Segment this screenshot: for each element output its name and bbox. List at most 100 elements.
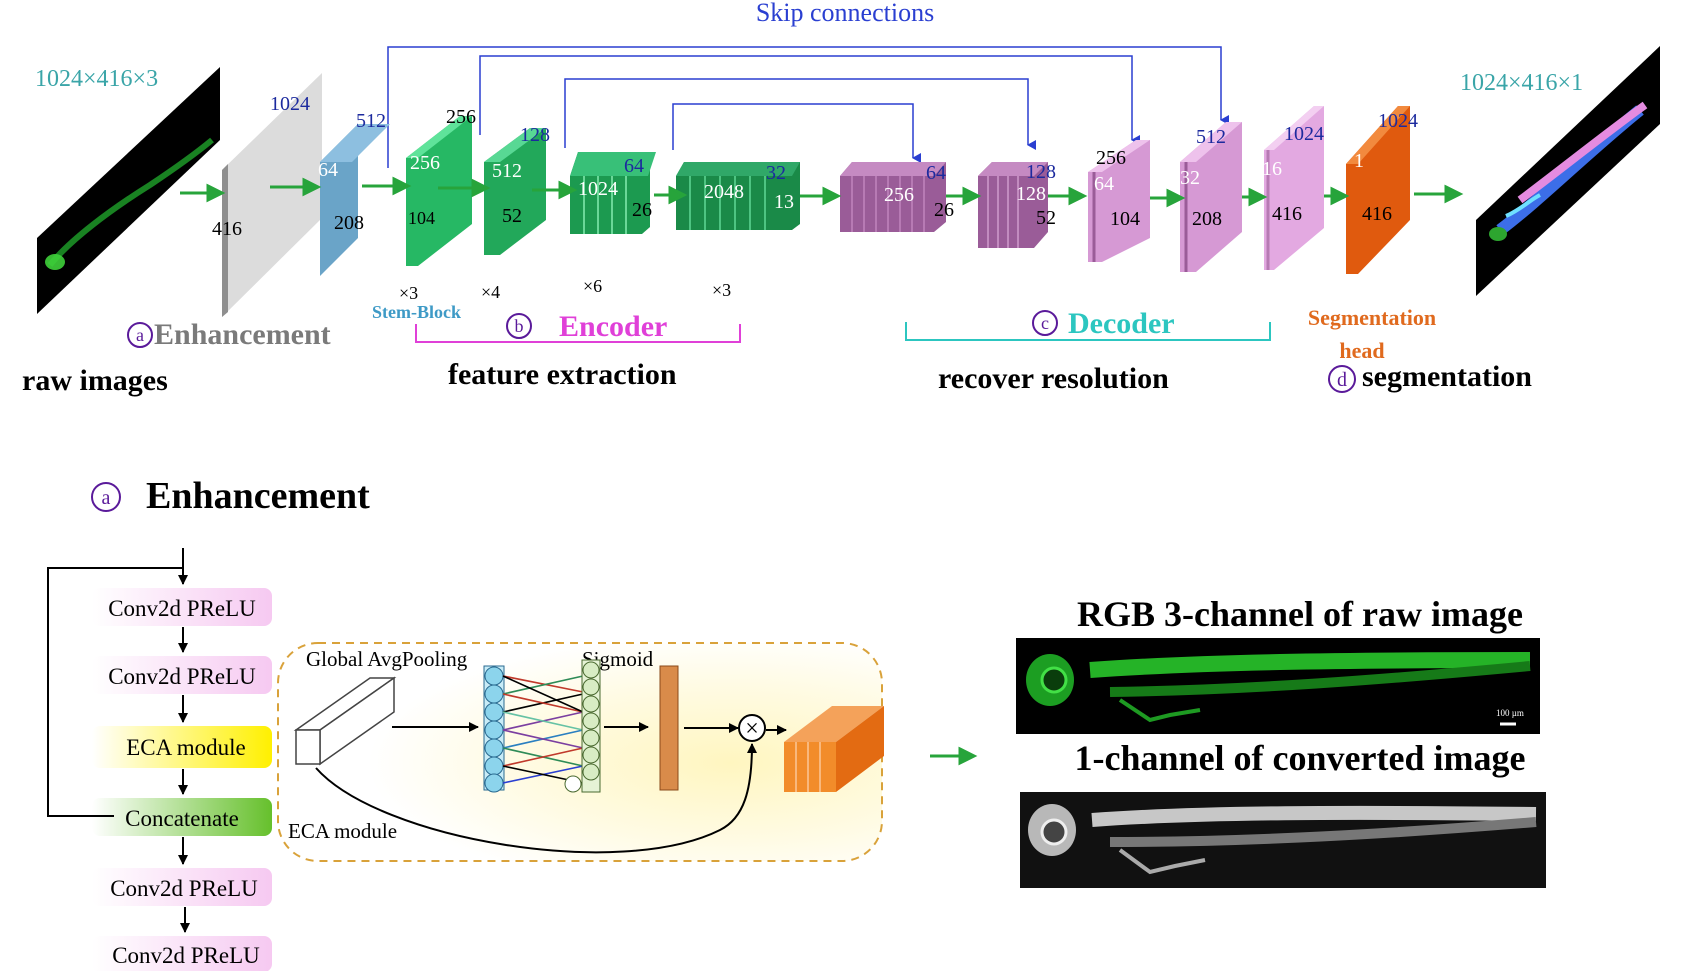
g1-dim-side: 104 <box>408 208 435 228</box>
p5-dim-side: 416 <box>1272 203 1302 225</box>
g4-dim-side: 13 <box>774 191 794 213</box>
forward-arrows <box>180 176 1464 208</box>
badge-a-top-letter: a <box>136 325 144 345</box>
decoder-purple-5 <box>1264 106 1324 270</box>
decoder-bracket <box>905 322 1271 341</box>
badge-b-letter: b <box>515 316 524 336</box>
g1-dim-top: 256 <box>446 106 476 128</box>
p4-dim-side: 208 <box>1192 208 1222 230</box>
badge-b <box>506 313 532 339</box>
input-dims: 1024×416×3 <box>35 66 158 92</box>
decoder-purple-2 <box>978 162 1048 248</box>
skip-connections <box>387 46 1229 168</box>
decoder-purple-1 <box>840 162 946 232</box>
seg-head-label-1: Segmentation <box>1308 305 1436 330</box>
skip-line-3 <box>564 78 1036 150</box>
decoder-label: Decoder <box>1068 307 1175 340</box>
seg-head-label-2: head <box>1339 338 1384 363</box>
multiplier-3: ×6 <box>583 276 602 296</box>
eca-multiply-symbol: × <box>745 716 759 742</box>
encoder-bracket <box>415 324 741 343</box>
decoder-purple-3 <box>1088 140 1150 262</box>
feature-extraction-caption: feature extraction <box>448 358 677 391</box>
multiplier-2: ×4 <box>481 282 500 302</box>
flow-label-5: Conv2d PReLU <box>110 876 258 901</box>
skip-line-1 <box>387 46 1229 168</box>
segmentation-head-block <box>1346 106 1410 274</box>
output-dims: 1024×416×1 <box>1460 70 1583 96</box>
gray-dim-side: 416 <box>212 218 242 240</box>
segmentation-caption: segmentation <box>1362 360 1532 393</box>
o1-dim-side: 416 <box>1362 203 1392 225</box>
input-image <box>37 67 220 314</box>
g2-dim-mid: 512 <box>492 160 522 182</box>
badge-a-bottom <box>91 482 121 512</box>
eca-input-tensor <box>293 676 397 766</box>
gray-image-title: 1-channel of converted image <box>1075 738 1526 778</box>
g2-dim-top: 128 <box>520 124 550 146</box>
rgb-image-title: RGB 3-channel of raw image <box>1077 594 1523 634</box>
flow-box-3 <box>92 726 272 768</box>
badge-c <box>1032 310 1058 336</box>
encoder-label: Encoder <box>559 310 667 343</box>
blue-dim-mid: 64 <box>318 159 338 181</box>
eca-multiply-icon <box>738 714 766 742</box>
enhancement-section-title: Enhancement <box>146 475 370 517</box>
skip-line-2 <box>479 55 1140 145</box>
enhancement-block <box>222 73 322 317</box>
gray-dim-top: 1024 <box>270 93 310 115</box>
g3-dim-mid: 1024 <box>578 178 618 200</box>
raw-images-caption: raw images <box>22 364 168 397</box>
flow-box-5 <box>92 868 272 906</box>
flow-label-4: Concatenate <box>125 806 239 831</box>
badge-c-letter: c <box>1041 313 1049 333</box>
badge-a-bottom-letter: a <box>102 487 111 509</box>
p1-dim-top: 64 <box>926 162 946 184</box>
flow-label-6: Conv2d PReLU <box>112 943 260 968</box>
p4-dim-mid: 32 <box>1180 167 1200 189</box>
flow-label-2: Conv2d PReLU <box>108 664 256 689</box>
eca-residual-curve <box>315 743 757 854</box>
p2-dim-top: 128 <box>1026 161 1056 183</box>
eca-conv-vector <box>564 659 601 793</box>
gray-converted-image <box>1020 792 1546 888</box>
p2-dim-side: 52 <box>1036 207 1056 229</box>
p3-dim-side: 104 <box>1110 208 1140 230</box>
multiplier-4: ×3 <box>712 280 731 300</box>
eca-conv-connections <box>502 675 584 784</box>
blue-dim-top: 512 <box>356 110 386 132</box>
encoder-green-1 <box>406 116 472 266</box>
flow-box-1 <box>92 588 272 626</box>
flow-box-4 <box>92 798 272 836</box>
p1-dim-mid: 256 <box>884 184 914 206</box>
p1-dim-side: 26 <box>934 199 954 221</box>
eca-global-avg-label: Global AvgPooling <box>306 647 468 671</box>
flow-box-6 <box>92 936 272 971</box>
rgb-scale-label: 100 µm <box>1496 708 1524 718</box>
output-image <box>1476 46 1660 296</box>
p5-dim-top: 1024 <box>1284 123 1324 145</box>
eca-output-tensor <box>784 706 884 792</box>
flow-label-1: Conv2d PReLU <box>108 596 256 621</box>
o1-dim-top: 1024 <box>1378 110 1418 132</box>
skip-connections-title: Skip connections <box>756 0 934 27</box>
eca-panel <box>277 642 883 862</box>
badge-d-letter: d <box>1337 369 1347 391</box>
g3-dim-top: 64 <box>624 155 644 177</box>
encoder-green-3 <box>570 152 656 234</box>
stem-block-label: Stem-Block <box>372 302 461 322</box>
decoder-purple-4 <box>1180 122 1242 272</box>
p3-dim-top: 256 <box>1096 147 1126 169</box>
p4-dim-top: 512 <box>1196 126 1226 148</box>
g1-dim-mid: 256 <box>410 152 440 174</box>
recover-resolution-caption: recover resolution <box>938 362 1169 395</box>
rgb-raw-image <box>1016 638 1540 734</box>
eca-pool-vector <box>483 665 505 793</box>
multiplier-1: ×3 <box>399 283 418 303</box>
o1-dim-mid: 1 <box>1354 150 1364 172</box>
enhancement-label: Enhancement <box>154 318 331 351</box>
encoder-green-2 <box>484 128 546 255</box>
g4-dim-top: 32 <box>766 162 786 184</box>
g4-dim-mid: 2048 <box>704 181 744 203</box>
